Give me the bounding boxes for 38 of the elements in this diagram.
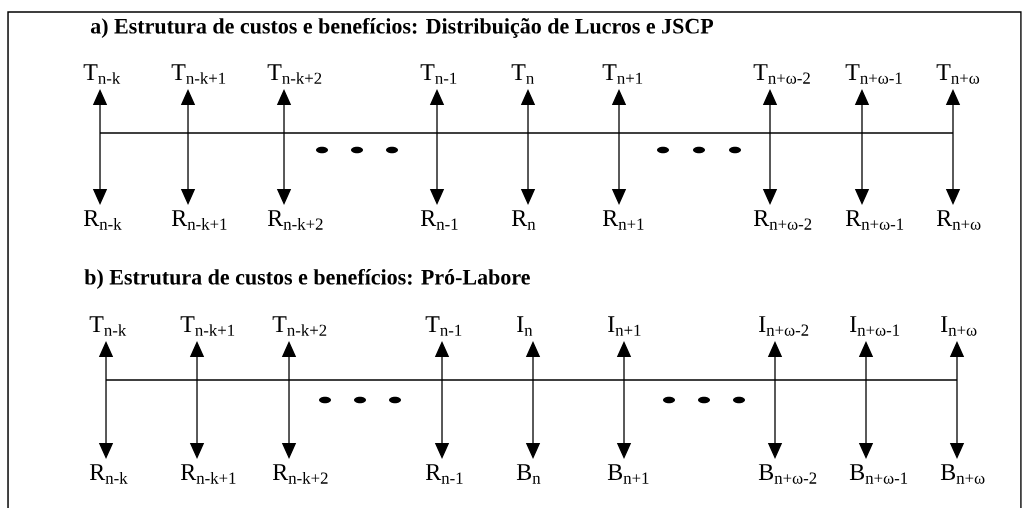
time-label: R$_{n-k+2}$ xyxy=(272,464,328,484)
time-label: I$_{n+ω-1}$ xyxy=(850,316,900,336)
time-label: T$_{n-k+2}$ xyxy=(272,316,327,336)
time-label: T$_{n+ω-2}$ xyxy=(753,64,810,84)
time-label: R$_{n-k+1}$ xyxy=(171,210,227,230)
time-label: T$_{n-k}$ xyxy=(83,64,121,84)
time-label: T$_{n+ω}$ xyxy=(936,64,980,84)
time-label: R$_{n+1}$ xyxy=(602,210,644,230)
time-label: B$_{n}$ xyxy=(516,464,541,484)
time-label: I$_{n+ω-2}$ xyxy=(759,316,809,336)
time-label: T$_{n-k+1}$ xyxy=(180,316,235,336)
time-label: T$_{n-1}$ xyxy=(425,316,462,336)
panel-title: a) Estrutura de custos e benefícios: Distribuição de Lucros e JSCP xyxy=(90,17,714,39)
time-label: B$_{n+ω-1}$ xyxy=(849,464,908,484)
time-label: R$_{n-1}$ xyxy=(425,464,463,484)
time-label: T$_{n+1}$ xyxy=(602,64,643,84)
time-label: R$_{n}$ xyxy=(511,210,536,230)
time-label: R$_{n-k+1}$ xyxy=(180,464,236,484)
time-label: T$_{n-k+1}$ xyxy=(171,64,226,84)
time-label: I$_{n}$ xyxy=(517,316,533,336)
time-label: R$_{n+ω-2}$ xyxy=(753,210,812,230)
time-label: T$_{n}$ xyxy=(511,64,534,84)
panel-title: b) Estrutura de custos e benefícios: Pró-Labore xyxy=(84,268,530,290)
time-label: B$_{n+ω-2}$ xyxy=(758,464,817,484)
time-label: I$_{n+ω}$ xyxy=(941,316,977,336)
time-label: T$_{n-k+2}$ xyxy=(267,64,322,84)
time-label: T$_{n+ω-1}$ xyxy=(845,64,902,84)
time-label: R$_{n-k+2}$ xyxy=(267,210,323,230)
time-label: R$_{n-k}$ xyxy=(83,210,122,230)
time-label: R$_{n-k}$ xyxy=(89,464,128,484)
time-label: B$_{n+1}$ xyxy=(607,464,649,484)
time-label: R$_{n-1}$ xyxy=(420,210,458,230)
time-label: T$_{n-k}$ xyxy=(89,316,127,336)
time-label: R$_{n+ω}$ xyxy=(936,210,981,230)
time-label: T$_{n-1}$ xyxy=(420,64,457,84)
time-label: I$_{n+1}$ xyxy=(608,316,641,336)
time-label: R$_{n+ω-1}$ xyxy=(845,210,904,230)
time-label: B$_{n+ω}$ xyxy=(940,464,985,484)
